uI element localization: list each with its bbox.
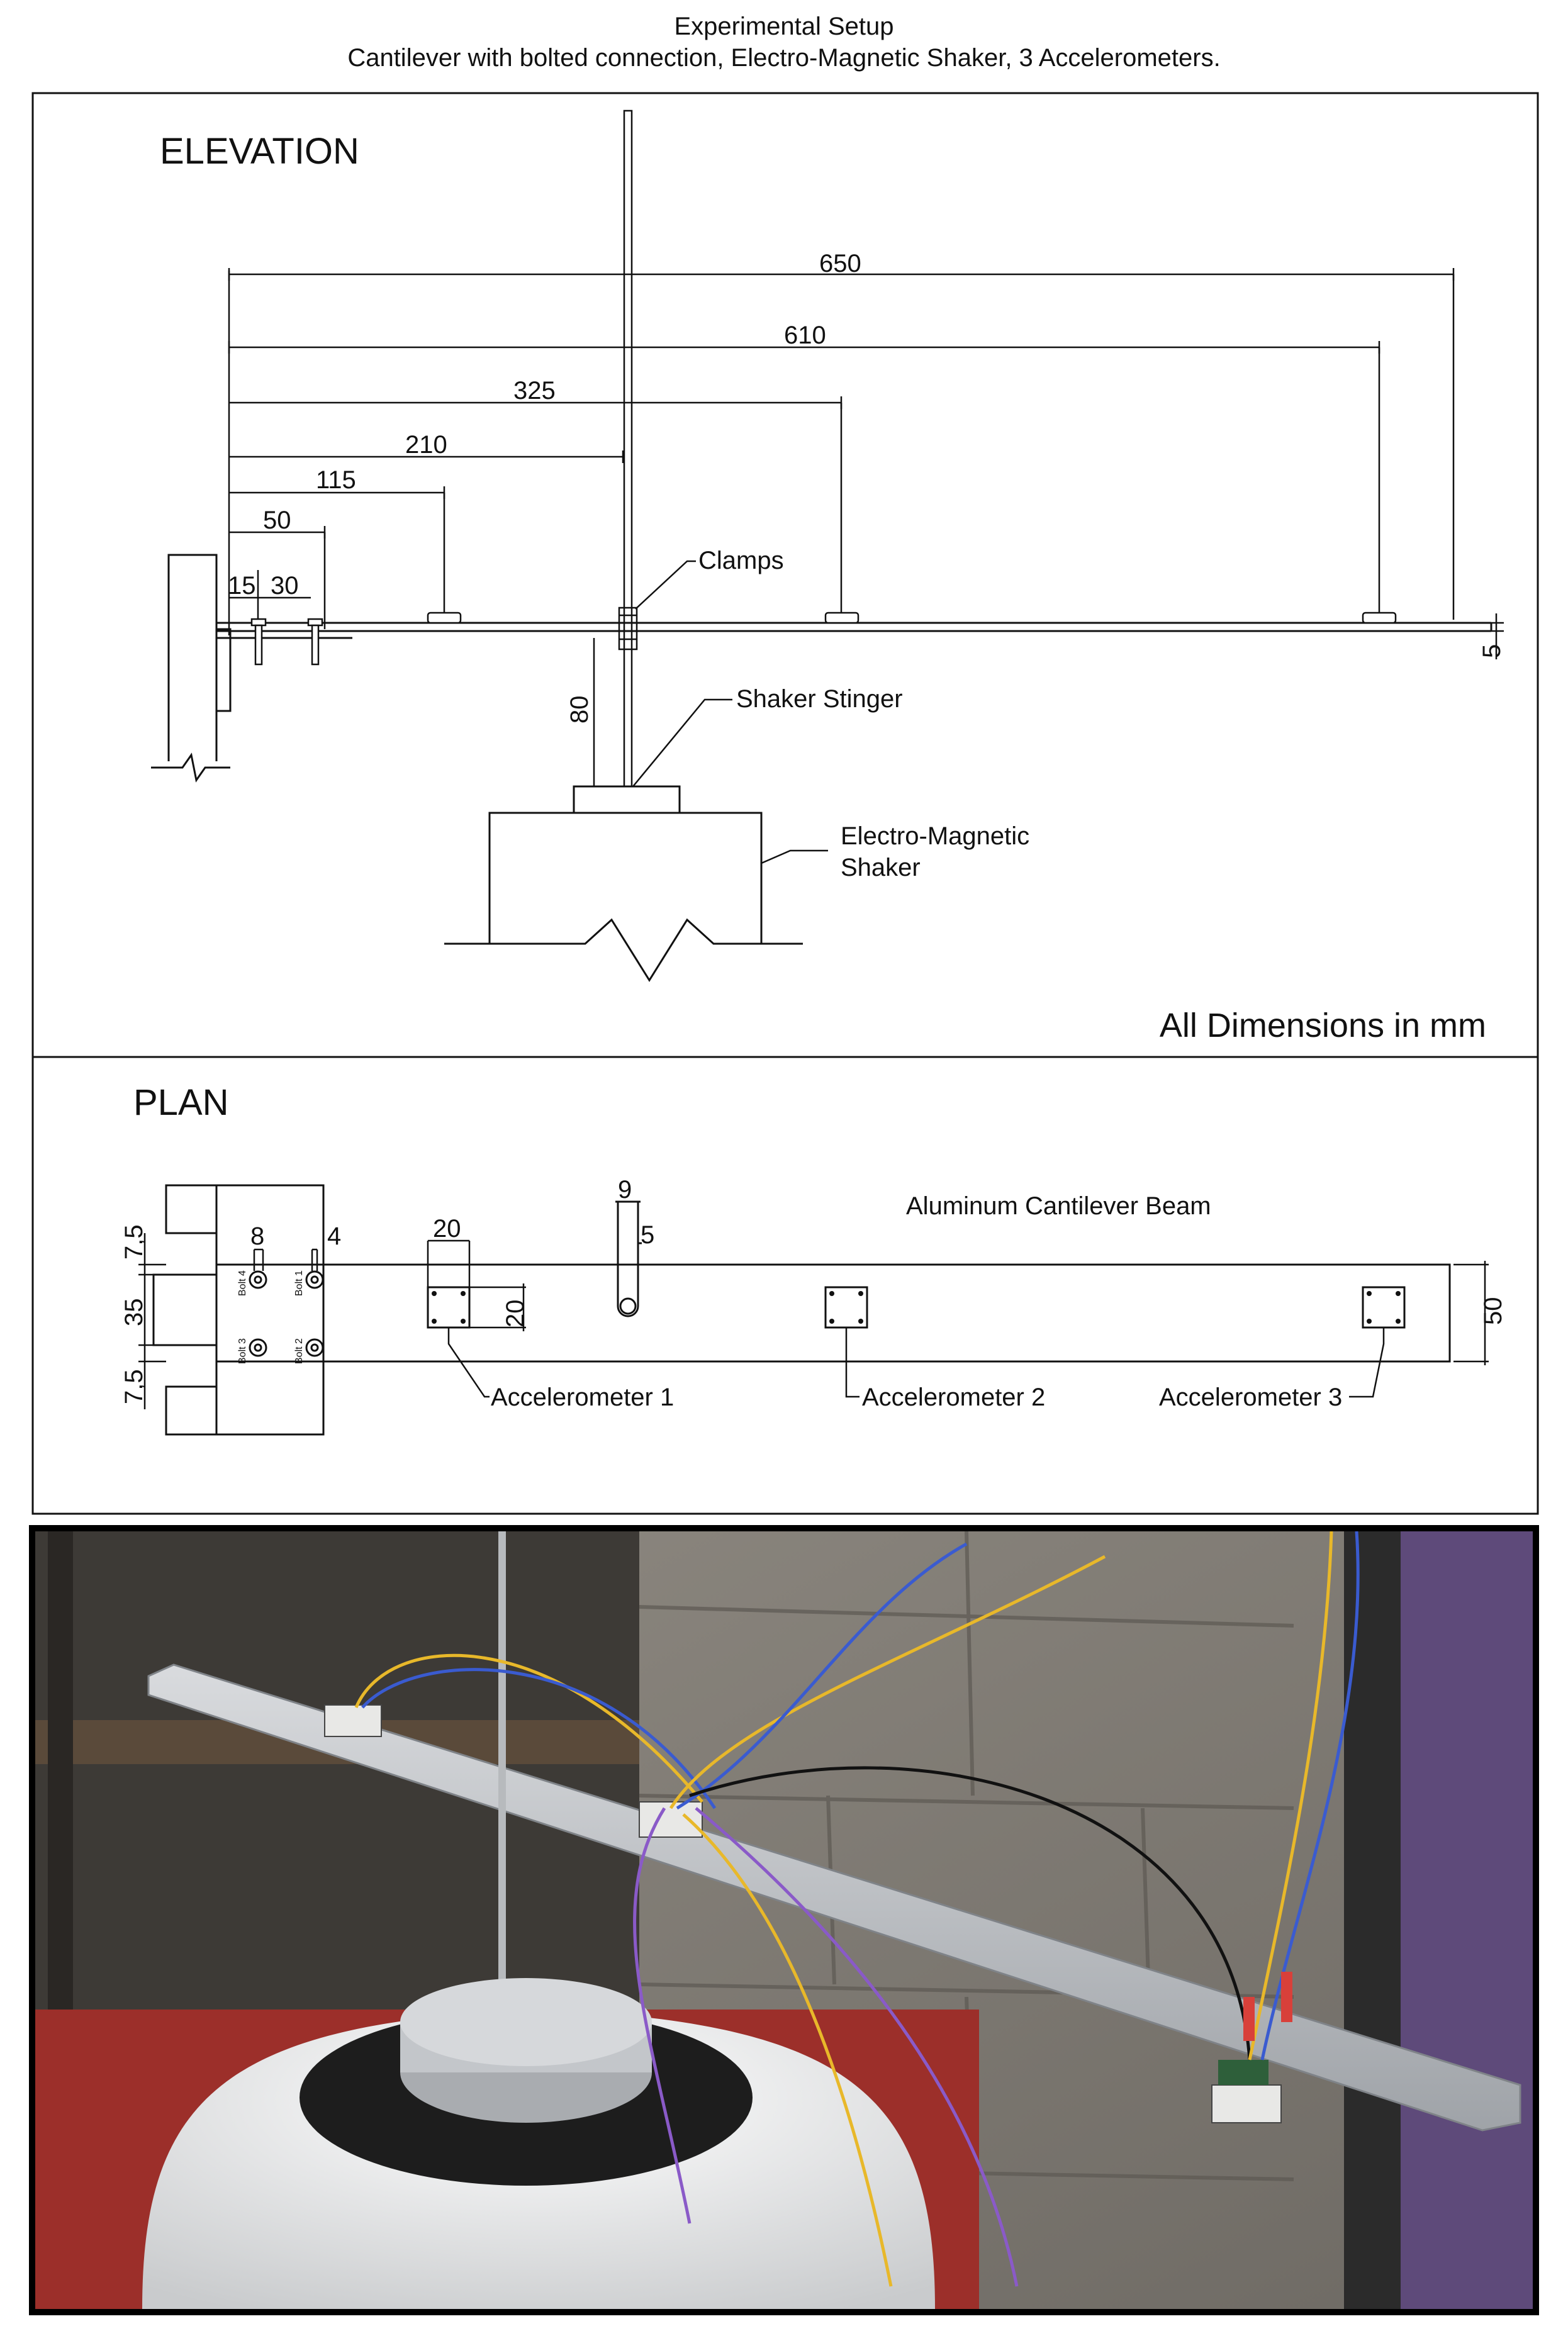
accelerometers-plan	[427, 1286, 1406, 1329]
plan-dim-7-5-bottom: 7,5	[120, 1369, 148, 1404]
dim-210: 210	[405, 431, 447, 459]
plan-dim-5: 5	[641, 1221, 654, 1249]
stinger-rod-elevation	[618, 109, 638, 788]
accelerometer-3-label: Accelerometer 3	[1159, 1384, 1342, 1411]
dim-80: 80	[566, 696, 593, 724]
beam-label: Aluminum Cantilever Beam	[906, 1192, 1211, 1220]
plan-dim-8: 8	[250, 1222, 264, 1250]
bolt-4-label: Bolt 4	[237, 1270, 248, 1296]
support-plan	[152, 1184, 325, 1436]
photo-accelerometers	[324, 1704, 1282, 2123]
accelerometer-screws	[432, 1291, 1401, 1324]
shaker-label-line1: Electro-Magnetic	[841, 822, 1029, 850]
plan-heading: PLAN	[133, 1082, 229, 1123]
photo-beam	[147, 1663, 1521, 2132]
dim-5: 5	[1478, 644, 1506, 658]
elevation-dimension-lines	[228, 271, 1504, 659]
bolt-3-label: Bolt 3	[237, 1338, 248, 1364]
support-column	[151, 554, 232, 783]
dim-30: 30	[271, 572, 299, 600]
dim-325: 325	[513, 377, 556, 405]
plan-dim-20-width: 20	[433, 1215, 461, 1243]
setup-photo	[29, 1525, 1539, 2315]
shaker-elevation	[444, 785, 803, 982]
drawing-frame	[31, 92, 1539, 1515]
setup-photo-illustration	[35, 1531, 1533, 2309]
diagram-title: Experimental Setup	[674, 13, 894, 40]
dim-15: 15	[228, 572, 256, 600]
stinger-slot-plan	[615, 1200, 642, 1317]
shaker-label-line2: Shaker	[841, 854, 921, 881]
dim-650: 650	[819, 250, 861, 277]
bolt-2-label: Bolt 2	[294, 1338, 305, 1364]
plan-dim-35: 35	[120, 1299, 148, 1327]
units-note: All Dimensions in mm	[1160, 1007, 1486, 1044]
bolt-holes-plan	[249, 1270, 324, 1357]
accelerometer-leaders	[447, 1328, 1385, 1398]
clamps-label: Clamps	[698, 547, 784, 574]
plan-dim-9: 9	[618, 1176, 632, 1204]
cantilever-beam-elevation	[216, 622, 1492, 639]
leader-lines-elevation	[632, 560, 828, 864]
plan-dim-50: 50	[1479, 1297, 1507, 1326]
bolts-elevation	[250, 618, 323, 666]
diagram-subtitle: Cantilever with bolted connection, Elect…	[347, 44, 1221, 72]
elevation-heading: ELEVATION	[160, 131, 359, 172]
photo-red-sleeves	[1243, 1972, 1292, 2041]
accelerometer-1-label: Accelerometer 1	[491, 1384, 674, 1411]
dim-115: 115	[316, 466, 356, 494]
technical-drawing: ELEVATION 650 610 325 210 11	[31, 92, 1539, 1515]
dim-610: 610	[784, 321, 826, 349]
dim-50: 50	[263, 506, 291, 534]
bolt-1-label: Bolt 1	[294, 1270, 305, 1296]
cantilever-beam-plan	[215, 1263, 1451, 1363]
accelerometer-blocks-elevation	[427, 612, 1397, 624]
accelerometer-2-label: Accelerometer 2	[862, 1384, 1045, 1411]
photo-stinger-rod	[498, 1531, 506, 2022]
plan-dimension-lines	[138, 1233, 1489, 1409]
photo-wires	[354, 1531, 1360, 2287]
plan-dim-4: 4	[327, 1222, 341, 1250]
plan-dim-20-height: 20	[501, 1300, 529, 1328]
plan-dim-7-5-top: 7,5	[120, 1224, 148, 1260]
dimension-ticks	[228, 268, 1455, 539]
stinger-label: Shaker Stinger	[736, 685, 903, 713]
